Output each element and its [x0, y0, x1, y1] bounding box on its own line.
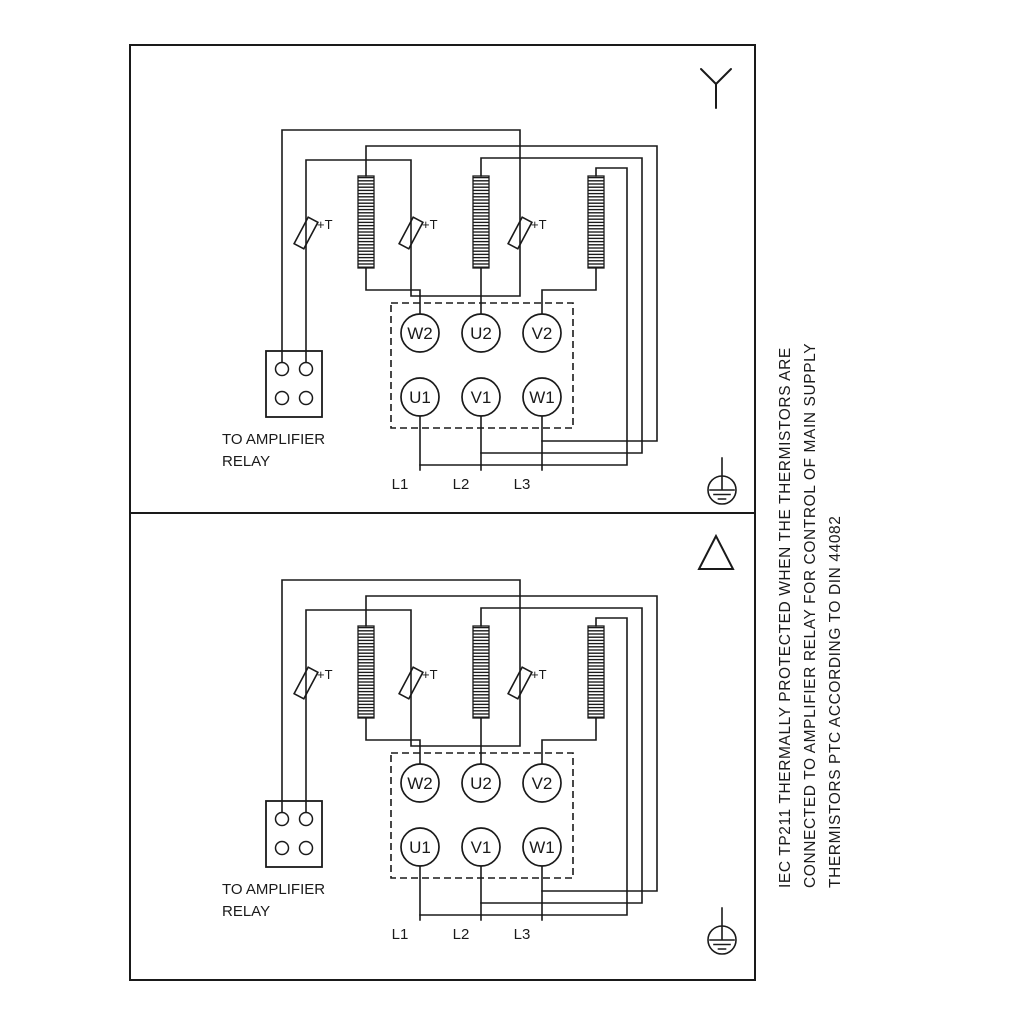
terminal-label: U1 [409, 838, 431, 857]
terminal-U2 [461, 313, 501, 353]
thermistor-icon [507, 216, 533, 250]
side-note: IEC TP211 THERMALLY PROTECTED WHEN THE T… [777, 343, 844, 888]
thermistor-label: +T [422, 217, 438, 232]
terminal-W1 [522, 377, 562, 417]
terminal-U1 [400, 377, 440, 417]
thermistor-label: +T [531, 217, 547, 232]
terminal-label: W1 [529, 388, 555, 407]
terminal-label: W1 [529, 838, 555, 857]
terminal-label: V1 [471, 388, 492, 407]
thermistor-chain-wire [281, 129, 521, 363]
terminal-U2 [461, 763, 501, 803]
winding2-top-wire [480, 157, 643, 454]
motor-winding-icon [357, 625, 375, 719]
winding1-top-wire [365, 595, 658, 892]
side-note-line1: IEC TP211 THERMALLY PROTECTED WHEN THE T… [777, 347, 794, 888]
terminal-V1 [461, 827, 501, 867]
winding3-top-wire [419, 167, 628, 466]
motor-winding-icon [587, 175, 605, 269]
winding1-bottom-wire [365, 717, 421, 765]
relay-pin [298, 811, 314, 827]
terminal-U1 [400, 827, 440, 867]
mains-wires [419, 865, 543, 921]
winding3-bottom-wire [541, 717, 597, 765]
terminal-label: V2 [532, 774, 553, 793]
earth-ground-icon [707, 457, 737, 505]
terminal-V1 [461, 377, 501, 417]
amplifier-relay-connector [265, 800, 323, 868]
panel-star: +T +T +T W2 U2 V2 U1 V1 W1 TO AMPLIFIER … [222, 68, 737, 505]
terminal-label: V1 [471, 838, 492, 857]
relay-pin [298, 840, 314, 856]
earth-ground-icon [707, 907, 737, 955]
thermistor-chain-wire [281, 579, 521, 813]
relay-pin [274, 390, 290, 406]
winding2-top-wire [480, 607, 643, 904]
relay-note-line2: RELAY [222, 903, 270, 920]
terminal-label: U2 [470, 774, 492, 793]
mains-label-L3: L3 [514, 926, 531, 943]
relay-pin [274, 811, 290, 827]
motor-winding-icon [357, 175, 375, 269]
thermistor-label: +T [422, 667, 438, 682]
thermistor-icon [507, 666, 533, 700]
terminal-board [390, 302, 574, 429]
delta-symbol-icon [697, 533, 735, 570]
relay-pin [298, 361, 314, 377]
terminal-V2 [522, 313, 562, 353]
thermistor-label: +T [317, 217, 333, 232]
terminal-label: W2 [407, 774, 433, 793]
wiring-star [281, 129, 658, 471]
mains-label-L1: L1 [392, 476, 409, 493]
terminal-label: W2 [407, 324, 433, 343]
winding1-top-wire [365, 145, 658, 442]
terminal-W1 [522, 827, 562, 867]
relay-pin [274, 840, 290, 856]
thermistor-icon [293, 666, 319, 700]
terminal-W2 [400, 763, 440, 803]
star-symbol-icon [700, 68, 732, 109]
relay-note-line1: TO AMPLIFIER [222, 431, 325, 448]
mains-label-L3: L3 [514, 476, 531, 493]
side-note-line2: CONNECTED TO AMPLIFIER RELAY FOR CONTROL… [802, 343, 819, 888]
motor-winding-icon [587, 625, 605, 719]
side-note-line3: THERMISTORS PTC ACCORDING TO DIN 44082 [827, 516, 844, 889]
relay-note-line2: RELAY [222, 453, 270, 470]
motor-winding-icon [472, 175, 490, 269]
thermistor-label: +T [531, 667, 547, 682]
terminal-W2 [400, 313, 440, 353]
mains-label-L2: L2 [453, 476, 470, 493]
mains-wires [419, 415, 543, 471]
motor-winding-icon [472, 625, 490, 719]
thermistor-icon [293, 216, 319, 250]
panel-delta: +T +T +T W2 U2 V2 U1 V1 W1 TO AMPLIFIER … [222, 533, 737, 955]
terminal-board [390, 752, 574, 879]
mains-label-L1: L1 [392, 926, 409, 943]
winding1-bottom-wire [365, 267, 421, 315]
relay-note-line1: TO AMPLIFIER [222, 881, 325, 898]
terminal-V2 [522, 763, 562, 803]
thermistor-label: +T [317, 667, 333, 682]
relay-pin [274, 361, 290, 377]
thermistor-icon [398, 216, 424, 250]
winding3-top-wire [419, 617, 628, 916]
terminal-label: U2 [470, 324, 492, 343]
terminal-label: V2 [532, 324, 553, 343]
thermistor-icon [398, 666, 424, 700]
winding3-bottom-wire [541, 267, 597, 315]
mains-label-L2: L2 [453, 926, 470, 943]
relay-pin [298, 390, 314, 406]
wiring-delta [281, 579, 658, 921]
amplifier-relay-connector [265, 350, 323, 418]
terminal-label: U1 [409, 388, 431, 407]
